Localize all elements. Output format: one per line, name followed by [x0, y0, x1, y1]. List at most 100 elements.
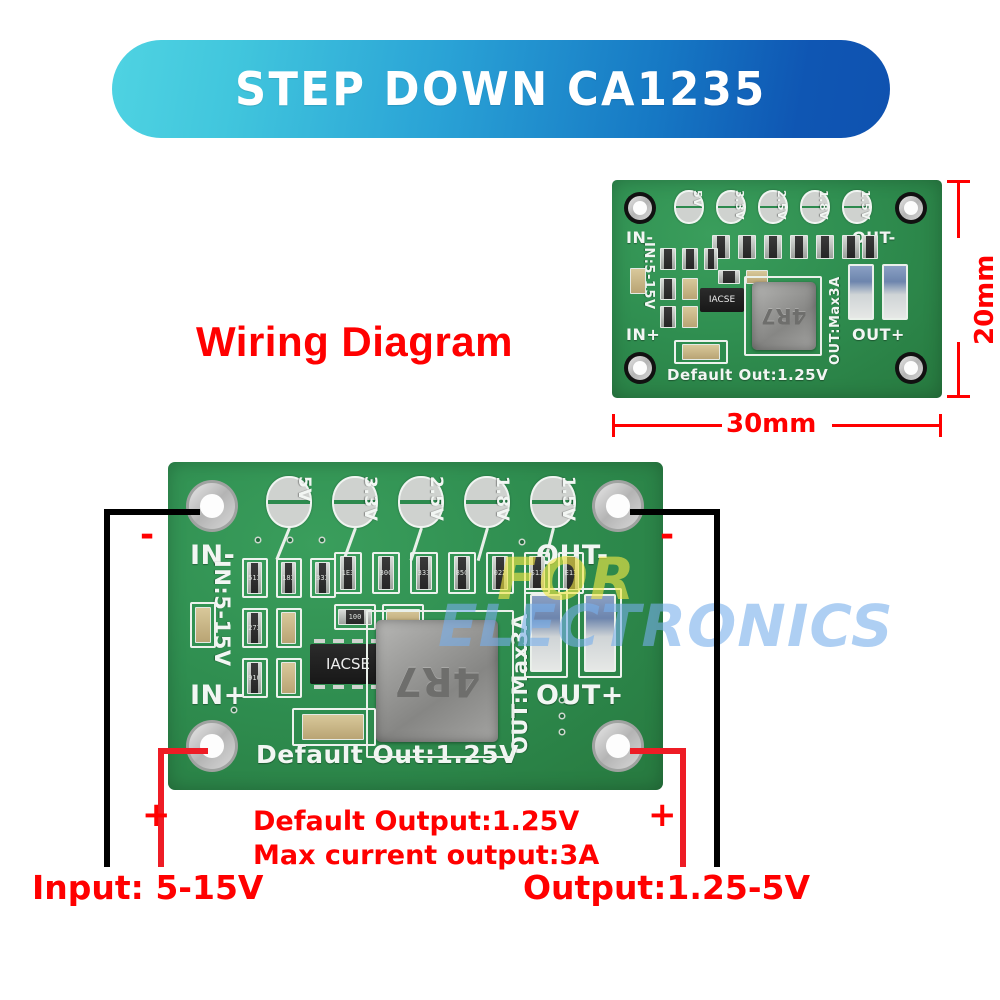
note-max-current: Max current output:3A	[253, 840, 600, 871]
component-outline	[242, 658, 268, 698]
smd-marking: 183	[282, 574, 295, 582]
dimension-label-height: 20mm	[970, 254, 1000, 345]
dimension-cap-bottom	[947, 395, 970, 398]
smd-marking: 910	[248, 674, 261, 682]
component-outline	[524, 552, 550, 594]
inductor-outline	[366, 610, 514, 758]
smd-component	[660, 248, 676, 270]
component-outline	[578, 588, 622, 678]
dimension-cap-top	[947, 180, 970, 183]
component-outline	[334, 604, 376, 630]
regulator-ic: IACSE	[700, 288, 744, 312]
component-outline	[276, 658, 302, 698]
wire-input-positive-horizontal	[158, 748, 208, 754]
smd-marking: S13	[530, 569, 544, 577]
silk-output-max: OUT:Max3A	[828, 276, 843, 365]
pcb-small-surface: 5V 3.3V 2.5V 1.8V 1.5V IN- IN+ OUT- OUT+…	[612, 180, 942, 398]
pcb-via	[320, 538, 324, 542]
smd-resistor: 183	[281, 562, 296, 594]
smd-marking: 30C	[379, 569, 393, 577]
component-outline	[410, 552, 438, 594]
component-outline	[242, 608, 268, 648]
smd-capacitor	[195, 607, 211, 643]
smd-component	[660, 306, 676, 328]
component-outline	[242, 558, 268, 598]
smd-marking: 333	[316, 574, 329, 582]
wire-output-negative-vertical	[714, 509, 720, 867]
wiring-diagram-caption: Wiring Diagram	[196, 318, 513, 365]
input-negative-sign: -	[140, 515, 155, 555]
silk-in-negative: IN-	[190, 540, 236, 571]
smd-resistor: 022	[492, 556, 508, 590]
smd-resistor: 30C	[378, 556, 394, 590]
silk-in-negative: IN-	[626, 228, 654, 247]
output-capacitor	[882, 264, 908, 320]
pcb-via	[520, 540, 524, 544]
smd-component	[862, 235, 878, 259]
voltage-pad-5v	[266, 476, 312, 528]
voltage-pad-label-1v5: 1.5V	[558, 476, 578, 522]
smd-marking: 273	[248, 624, 261, 632]
ic-marking-label: IACSE	[708, 295, 736, 305]
voltage-pad-label-5v: 5V	[691, 190, 704, 208]
pcb-board-main: 5V 3.3V 2.5V 1.8V 1.5V IN- IN+ OUT- OUT+…	[168, 462, 663, 790]
output-negative-sign: -	[660, 515, 675, 555]
voltage-pad-label-5v: 5V	[294, 476, 314, 502]
smd-component	[842, 235, 860, 259]
voltage-pad-5v	[674, 190, 704, 224]
smd-capacitor	[682, 306, 698, 328]
voltage-pad-label-3v3: 3.3V	[733, 190, 746, 220]
voltage-pad-1v8	[800, 190, 830, 224]
voltage-pad-label-1v8: 1.8V	[817, 190, 830, 220]
output-positive-sign: +	[648, 795, 677, 835]
smd-resistor: 1E3	[340, 556, 356, 590]
component-outline	[674, 340, 728, 364]
smd-capacitor	[281, 662, 296, 694]
silk-in-positive: IN+	[190, 680, 247, 711]
silk-in-positive: IN+	[626, 325, 661, 344]
wire-input-negative-horizontal	[104, 509, 200, 515]
pcb-large-surface: 5V 3.3V 2.5V 1.8V 1.5V IN- IN+ OUT- OUT+…	[168, 462, 663, 790]
smd-capacitor	[630, 268, 646, 294]
dimension-label-width: 30mm	[726, 409, 817, 439]
component-outline	[276, 608, 302, 648]
smd-resistor: S13	[529, 556, 545, 590]
component-outline	[486, 552, 514, 594]
dimension-cap-right	[939, 414, 942, 437]
silk-out-positive: OUT+	[536, 680, 624, 711]
component-outline	[292, 708, 376, 746]
ic-marking-label: IACSE	[326, 655, 370, 673]
wire-input-negative-vertical	[104, 509, 110, 867]
output-capacitor	[530, 594, 562, 672]
input-positive-sign: +	[142, 795, 171, 835]
inductor-marking-label: 4R7	[393, 658, 481, 704]
mounting-hole-bottom-right	[895, 352, 927, 384]
smd-resistor: 910	[247, 662, 262, 694]
smd-resistor: 273	[247, 612, 262, 644]
dimension-mask-height	[952, 238, 965, 342]
page-title: STEP DOWN CA1235	[235, 62, 767, 116]
smd-capacitor	[682, 344, 720, 360]
smd-resistor: 333	[315, 562, 330, 594]
mounting-hole-out-negative	[592, 480, 644, 532]
wire-output-positive-vertical	[680, 748, 686, 867]
mounting-hole-bottom-left	[624, 352, 656, 384]
mounting-hole-top-left	[624, 192, 656, 224]
header-banner: STEP DOWN CA1235	[112, 40, 890, 138]
pcb-via	[560, 698, 564, 702]
pcb-via	[560, 714, 564, 718]
voltage-pad-2v5	[758, 190, 788, 224]
pcb-via	[232, 708, 236, 712]
component-outline	[276, 558, 302, 598]
voltage-pad-1v5	[842, 190, 872, 224]
voltage-pad-label-1v8: 1.8V	[492, 476, 512, 522]
dimension-cap-left	[612, 414, 615, 437]
voltage-pad-1v8	[464, 476, 510, 528]
voltage-pad-label-2v5: 2.5V	[775, 190, 788, 220]
smd-resistor: E13	[563, 556, 579, 590]
regulator-ic: IACSE	[310, 639, 386, 689]
component-outline	[558, 552, 584, 594]
wire-output-positive-horizontal	[630, 748, 686, 754]
smd-marking: E13	[564, 569, 578, 577]
